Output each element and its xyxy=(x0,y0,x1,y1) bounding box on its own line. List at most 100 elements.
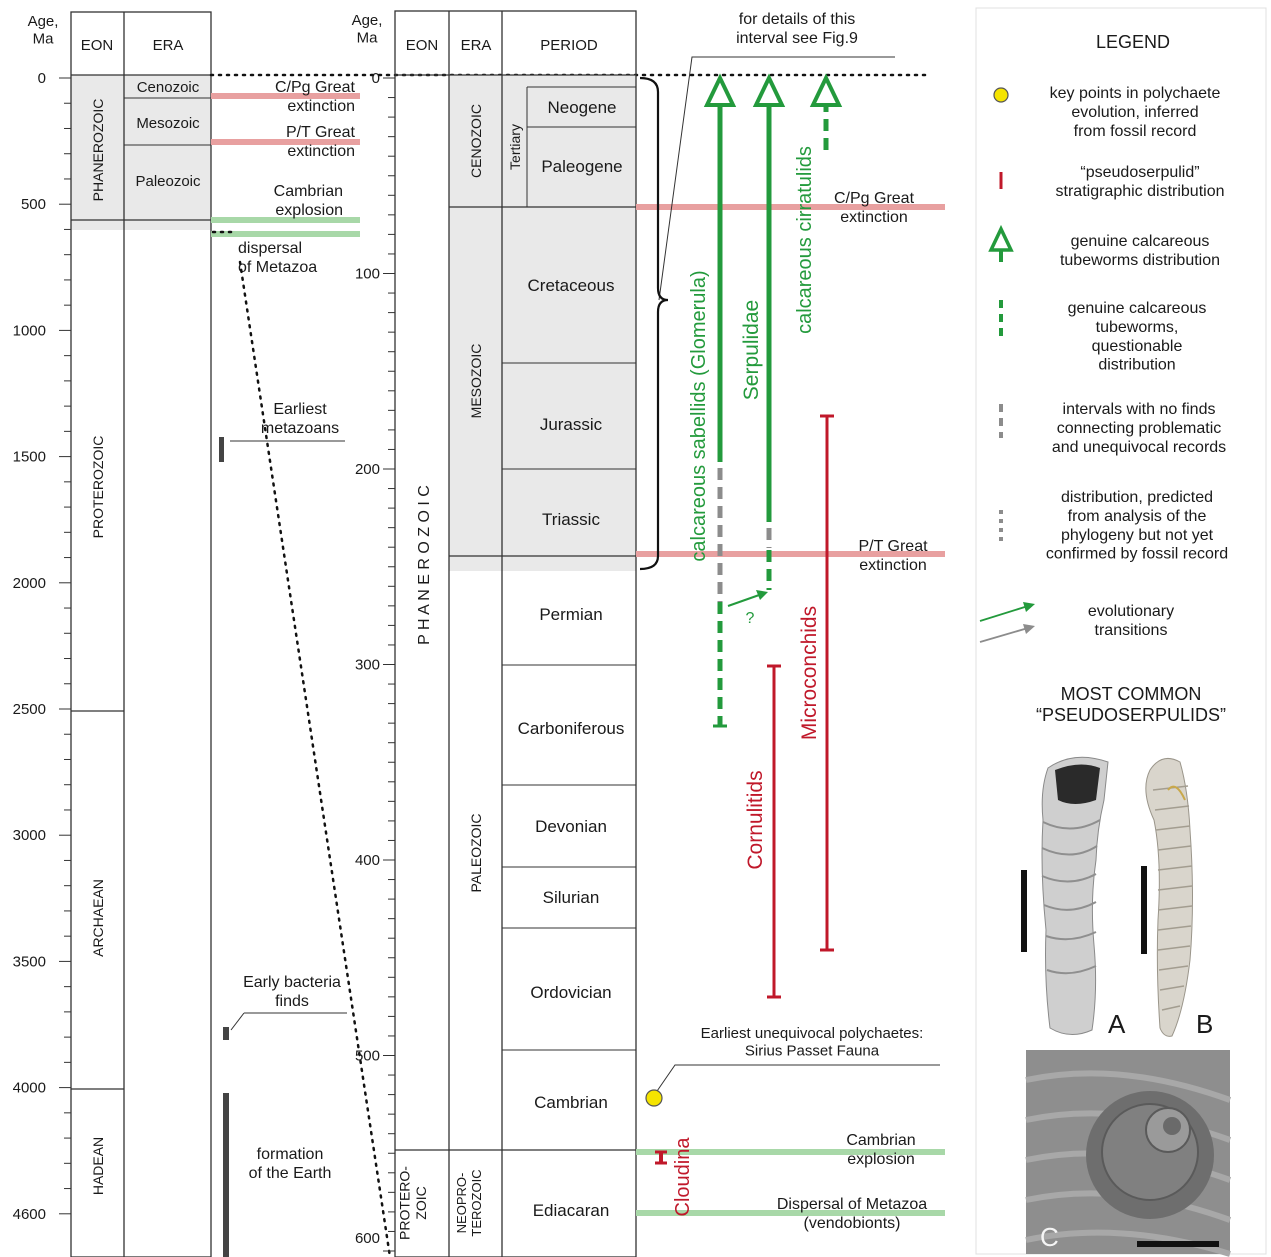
left-age-ticks: 0 500 1000 1500 2000 2500 3000 3500 4000 4600 xyxy=(13,70,71,1223)
right-age-header: Age,Ma xyxy=(352,12,383,47)
cirratulids-arrowhead xyxy=(813,78,839,105)
age-tick-label: 500 xyxy=(355,1048,380,1065)
taxon-cloudina: Cloudina xyxy=(672,1137,694,1217)
right-eon-header: EON xyxy=(406,37,439,54)
serpulidae-arrowhead xyxy=(756,78,782,105)
photo-label-c: C xyxy=(1040,1222,1059,1252)
photo-c: C xyxy=(1026,1050,1230,1254)
eon-phanerozoic-vertical: P H A N E R O Z O I C xyxy=(416,485,433,645)
age-tick-label: 3500 xyxy=(13,953,46,970)
period-cambrian: Cambrian xyxy=(534,1093,608,1112)
legend-item-pseudoserpulid: “pseudoserpulid”stratigraphic distributi… xyxy=(1056,164,1225,200)
eon-proterozoic-right: PROTERO-ZOIC xyxy=(396,1166,429,1240)
age-tick-label: 100 xyxy=(355,266,380,283)
period-jurassic: Jurassic xyxy=(540,415,603,434)
photo-label-b: B xyxy=(1196,1009,1213,1039)
age-tick-label: 4600 xyxy=(13,1206,46,1223)
legend-tubeworm-arrow-icon xyxy=(991,229,1011,262)
eon-proterozoic: PROTEROZOIC xyxy=(90,436,106,539)
period-carboniferous: Carboniferous xyxy=(518,719,625,738)
interval-brace xyxy=(640,78,668,569)
taxon-serpulidae: Serpulidae xyxy=(740,300,763,400)
left-era-header: ERA xyxy=(153,37,184,54)
era-neoproterozoic: NEOPRO-TEROZOIC xyxy=(454,1169,484,1236)
scale-bar-b xyxy=(1141,866,1147,954)
left-age-header: Age,Ma xyxy=(28,13,59,48)
era-cenozoic: Cenozoic xyxy=(137,79,200,96)
sabellids-arrowhead xyxy=(707,78,733,105)
age-tick-label: 500 xyxy=(21,196,46,213)
era-paleozoic: Paleozoic xyxy=(135,173,201,190)
taxon-cirratulids: calcareous cirratulids xyxy=(794,146,816,334)
taxon-microconchids: Microconchids xyxy=(798,606,821,740)
age-tick-label: 2500 xyxy=(13,701,46,718)
earliest-polychaetes-label: Earliest unequivocal polychaetes:Sirius … xyxy=(701,1025,924,1060)
eon-phanerozoic: PHANEROZOIC xyxy=(90,99,106,202)
age-tick-label: 600 xyxy=(355,1230,380,1247)
period-neogene: Neogene xyxy=(547,98,616,117)
age-tick-label: 400 xyxy=(355,852,380,869)
formation-earth-bar xyxy=(223,1093,229,1257)
legend-title: LEGEND xyxy=(1096,32,1170,52)
era-paleozoic-right: PALEOZOIC xyxy=(468,813,484,892)
left-eon-header: EON xyxy=(81,37,114,54)
age-tick-label: 3000 xyxy=(13,827,46,844)
age-tick-label: 1000 xyxy=(13,322,46,339)
age-tick-label: 0 xyxy=(38,70,46,87)
earliest-polychaetes-point xyxy=(646,1090,662,1106)
eon-hadean: HADEAN xyxy=(90,1137,106,1195)
eon-archaean: ARCHAEAN xyxy=(90,879,106,957)
era-mesozoic: Mesozoic xyxy=(136,115,200,132)
photo-a: A xyxy=(1021,757,1126,1039)
photo-label-a: A xyxy=(1108,1009,1126,1039)
right-era-header: ERA xyxy=(461,37,492,54)
scale-bar-c xyxy=(1137,1241,1219,1247)
right-period-header: PERIOD xyxy=(540,37,598,54)
scale-bar-a xyxy=(1021,870,1027,952)
age-tick-label: 0 xyxy=(372,70,380,87)
tertiary-label: Tertiary xyxy=(507,124,523,170)
era-cenozoic-right: CENOZOIC xyxy=(468,104,484,178)
photos-title: MOST COMMON“PSEUDOSERPULIDS” xyxy=(1036,684,1226,725)
period-triassic: Triassic xyxy=(542,510,600,529)
age-tick-label: 1500 xyxy=(13,449,46,466)
taxon-cornulitids: Cornulitids xyxy=(744,770,767,869)
period-paleogene: Paleogene xyxy=(541,157,622,176)
transition-arrow xyxy=(728,594,762,606)
taxon-sabellids: calcareous sabellids (Glomerula) xyxy=(688,270,710,561)
legend-transition-icon xyxy=(980,602,1035,642)
right-timescale: Age,Ma EON ERA PERIOD 010020030040050060… xyxy=(352,11,636,1257)
period-permian: Permian xyxy=(539,605,602,624)
era-mesozoic-right: MESOZOIC xyxy=(468,344,484,419)
transition-question: ? xyxy=(746,610,755,627)
age-tick-label: 2000 xyxy=(13,575,46,592)
period-devonian: Devonian xyxy=(535,817,607,836)
period-ediacaran: Ediacaran xyxy=(533,1201,610,1220)
age-tick-label: 300 xyxy=(355,657,380,674)
earliest-metazoans-bar xyxy=(219,437,224,462)
early-bacteria-bar xyxy=(223,1027,229,1040)
age-tick-label: 4000 xyxy=(13,1080,46,1097)
period-silurian: Silurian xyxy=(543,888,600,907)
legend-key-point-icon xyxy=(994,88,1008,102)
